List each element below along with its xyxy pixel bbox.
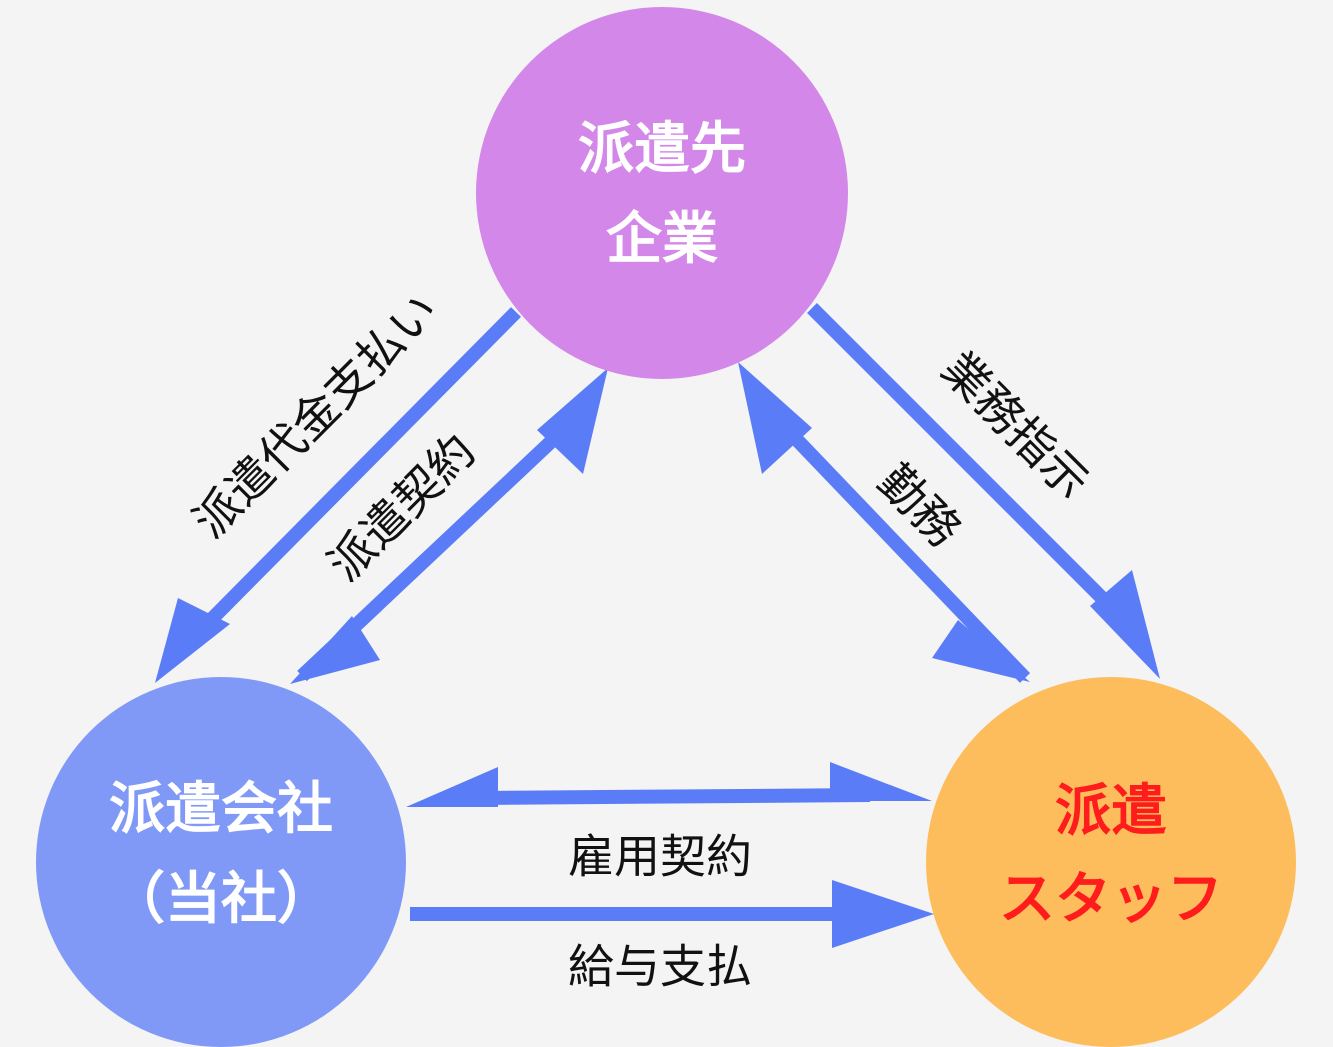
node-agency-line1: 派遣会社 [109,777,333,842]
node-agency-circle [36,677,406,1047]
arrow-payment-fee-head [155,598,230,683]
label-employment-contract: 雇用契約 [568,830,752,884]
arrow-work-instruction-head [1090,570,1160,679]
node-staff-line1: 派遣 [1055,779,1167,844]
node-client-circle [476,7,848,379]
node-agency-line2: （当社） [109,867,333,932]
arrow-work-tail-barb [932,620,1030,682]
arrow-work-instruction-shaft [807,303,1133,629]
arrow-heads [155,362,1160,948]
arrow-work-shaft [772,415,1031,683]
arrow-employment-contract-right-head [830,762,932,801]
node-staff-circle [926,677,1296,1047]
node-client-line1: 派遣先 [578,117,746,182]
node-client-line2: 企業 [606,207,718,272]
arrow-salary-payment-head [832,880,934,948]
arrow-dispatch-contract-tail-barb [290,616,380,684]
arrow-employment-contract-shaft [479,788,871,805]
arrow-work-head [738,362,812,474]
label-salary-payment: 給与支払 [568,940,752,994]
node-staff-line2: スタッフ [999,867,1223,932]
arrow-dispatch-contract-head [537,368,608,474]
arrow-payment-fee-shaft [190,307,521,641]
arrow-employment-contract-left-head [406,767,498,807]
